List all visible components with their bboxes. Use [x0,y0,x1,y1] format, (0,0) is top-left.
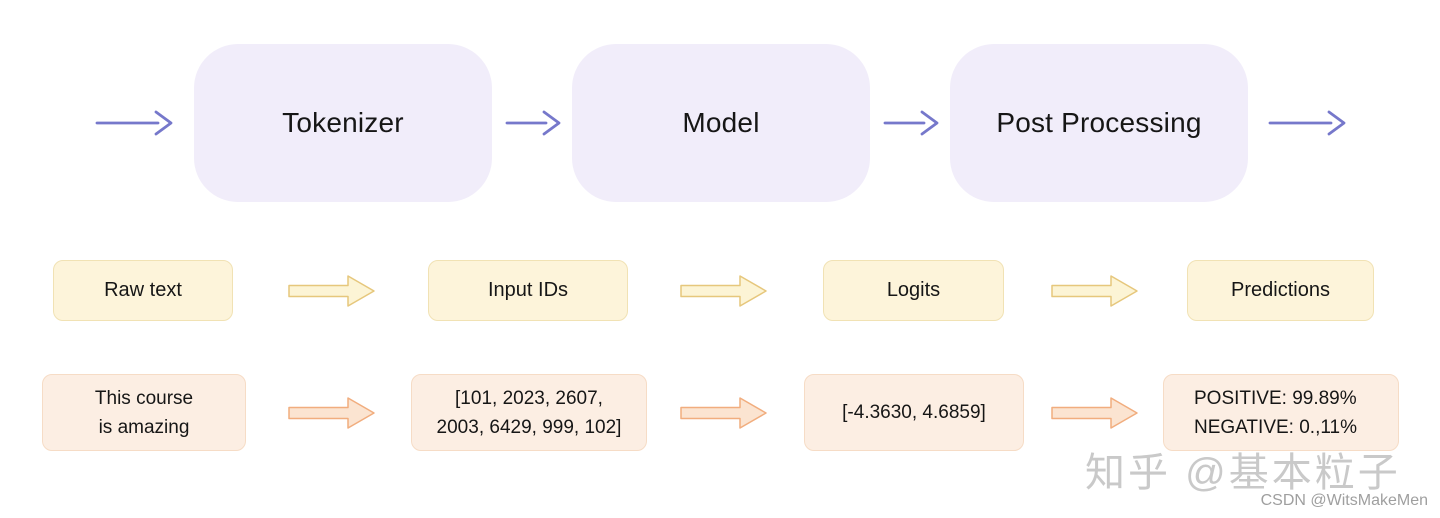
example-line: NEGATIVE: 0.,11% [1194,416,1357,438]
example-line: This course [94,387,194,409]
csdn-watermark: CSDN @WitsMakeMen [1260,492,1428,509]
example-box-predictions: POSITIVE: 99.89% NEGATIVE: 0.,11% [1163,374,1399,451]
stage-label: Post Processing [996,107,1202,138]
example-line: POSITIVE: 99.89% [1194,387,1357,409]
stage-label: Tokenizer [282,107,404,138]
example-box-raw-text: This course is amazing [42,374,246,451]
data-label: Logits [886,279,941,301]
data-box-input-ids: Input IDs [428,260,628,321]
stage-box-tokenizer: Tokenizer [194,44,492,202]
block-arrow-icon [288,274,376,313]
stage-box-model: Model [572,44,870,202]
data-label: Raw text [104,279,182,301]
block-arrow-icon [1051,274,1139,313]
flow-arrow-icon [505,108,561,143]
data-box-predictions: Predictions [1187,260,1374,321]
example-line: [101, 2023, 2607, [455,387,603,409]
data-box-logits: Logits [823,260,1004,321]
block-arrow-icon [288,396,376,435]
block-arrow-icon [680,396,768,435]
example-line: 2003, 6429, 999, 102] [436,416,622,438]
example-line: is amazing [98,416,190,438]
zhihu-watermark: 知乎 @基本粒子 [1085,451,1401,495]
data-label: Predictions [1231,279,1330,301]
example-box-logits: [-4.3630, 4.6859] [804,374,1024,451]
stage-label: Model [682,107,760,138]
block-arrow-icon [1051,396,1139,435]
data-box-raw-text: Raw text [53,260,233,321]
example-box-input-ids: [101, 2023, 2607, 2003, 6429, 999, 102] [411,374,647,451]
data-label: Input IDs [487,279,569,301]
flow-arrow-icon [95,108,173,143]
flow-arrow-icon [883,108,939,143]
example-line: [-4.3630, 4.6859] [842,402,986,423]
block-arrow-icon [680,274,768,313]
stage-box-post-processing: Post Processing [950,44,1248,202]
flow-arrow-icon [1268,108,1346,143]
